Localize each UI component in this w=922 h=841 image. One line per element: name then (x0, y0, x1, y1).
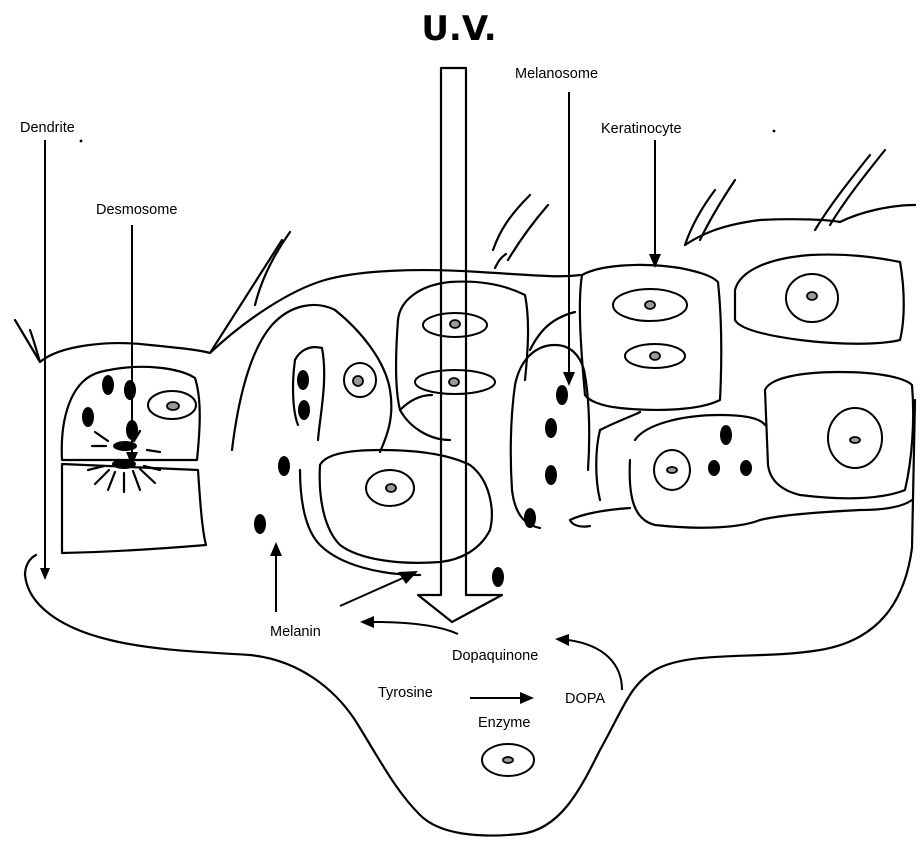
label-dopaquinone: Dopaquinone (452, 648, 538, 664)
label-melanin: Melanin (270, 624, 321, 640)
label-melanosome: Melanosome (515, 66, 598, 82)
label-keratinocyte: Keratinocyte (601, 121, 682, 137)
label-tyrosine: Tyrosine (378, 685, 433, 701)
desmosome (88, 431, 160, 492)
label-enzyme: Enzyme (478, 715, 530, 731)
uv-title: U.V. (421, 9, 496, 49)
uv-arrow (418, 68, 502, 622)
label-desmosome: Desmosome (96, 202, 177, 218)
label-dopa: DOPA (565, 691, 605, 707)
label-dendrite: Dendrite (20, 120, 75, 136)
